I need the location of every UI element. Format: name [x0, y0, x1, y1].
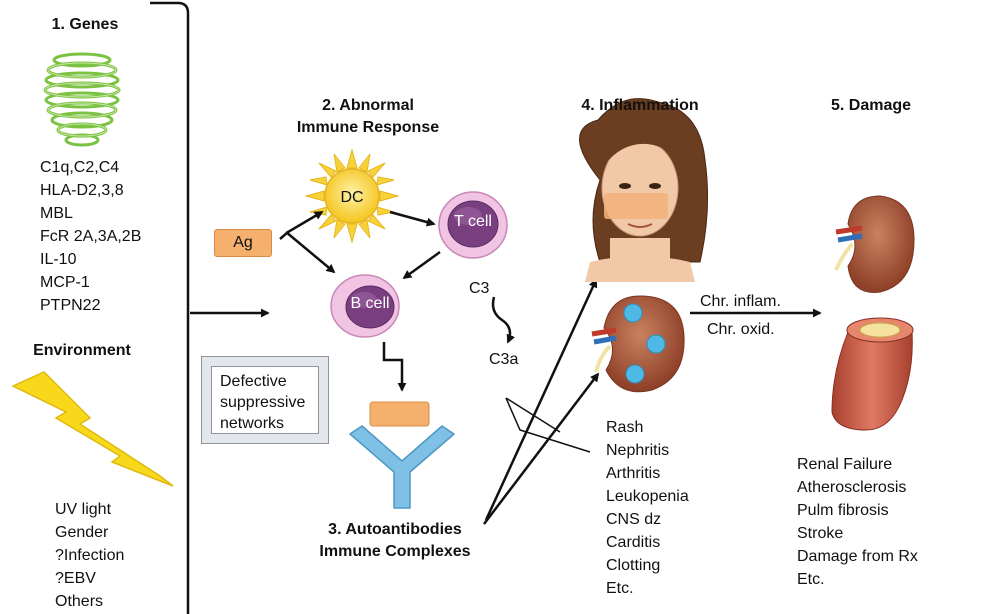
autoantibodies-header-line1: 3. Autoantibodies [328, 521, 462, 538]
genes-header: 1. Genes [51, 16, 119, 33]
dendritic-cell-icon [304, 148, 400, 244]
inflammation-item: Carditis [606, 534, 661, 551]
patient-face-illustration [579, 98, 709, 282]
dc-label: DC [340, 189, 364, 206]
immune-response-header: 2. Abnormal Immune Response [278, 95, 458, 139]
inflammation-list: Rash Nephritis Arthritis Leukopenia CNS … [606, 416, 689, 600]
b-cell-label: B cell [350, 295, 390, 312]
t-cell-label: T cell [454, 213, 492, 230]
damage-item: Stroke [797, 525, 844, 542]
b-cell-icon [330, 274, 400, 338]
environment-item: Others [55, 593, 104, 610]
environment-item: ?EBV [55, 570, 96, 587]
environment-item: Gender [55, 524, 109, 541]
autoantibodies-header: 3. Autoantibodies Immune Complexes [305, 519, 485, 563]
inflamed-kidney-icon [591, 295, 685, 393]
damage-item: Atherosclerosis [797, 479, 907, 496]
inflammation-header: 4. Inflammation [581, 97, 699, 114]
damaged-kidney-icon [834, 195, 915, 293]
c3a-label: C3a [489, 351, 519, 368]
gene-item: HLA-D2,3,8 [40, 182, 124, 199]
gene-item: MBL [40, 205, 73, 222]
defective-line: suppressive [220, 394, 306, 411]
gene-item: MCP-1 [40, 274, 90, 291]
genes-bracket [150, 1, 190, 614]
autoantibodies-header-line2: Immune Complexes [319, 543, 471, 560]
immune-response-header-line2: Immune Response [296, 119, 440, 136]
defective-networks-inner: Defective suppressive networks [211, 366, 319, 434]
defective-line: Defective [220, 373, 287, 390]
damage-list: Renal Failure Atherosclerosis Pulm fibro… [797, 453, 918, 591]
environment-item: ?Infection [55, 547, 125, 564]
damage-item: Pulm fibrosis [797, 502, 889, 519]
antibody-icon [349, 425, 455, 509]
lightning-icon [11, 371, 174, 487]
gene-item: C1q,C2,C4 [40, 159, 120, 176]
chronic-inflammation-label: Chr. inflam. [700, 293, 781, 310]
genes-list: C1q,C2,C4 HLA-D2,3,8 MBL FcR 2A,3A,2B IL… [40, 156, 141, 317]
inflammation-item: Clotting [606, 557, 661, 574]
gene-item: PTPN22 [40, 297, 101, 314]
inflammation-item: CNS dz [606, 511, 662, 528]
c3-label: C3 [469, 280, 490, 297]
immune-response-header-line1: 2. Abnormal [322, 97, 414, 114]
defective-networks-box: Defective suppressive networks [201, 356, 329, 444]
inflammation-item: Nephritis [606, 442, 670, 459]
environment-item: UV light [55, 501, 112, 518]
environment-header: Environment [33, 342, 131, 359]
inflammation-item: Arthritis [606, 465, 661, 482]
gene-item: IL-10 [40, 251, 77, 268]
damage-item: Damage from Rx [797, 548, 918, 565]
damage-header: 5. Damage [830, 97, 912, 114]
dna-coil-icon [43, 52, 121, 147]
environment-list: UV light Gender ?Infection ?EBV Others [55, 498, 124, 613]
antigen-on-antibody [369, 401, 430, 427]
damage-item: Renal Failure [797, 456, 893, 473]
defective-line: networks [220, 415, 285, 432]
t-cell-icon [438, 191, 508, 259]
gene-item: FcR 2A,3A,2B [40, 228, 142, 245]
inflammation-item: Etc. [606, 580, 634, 597]
inflammation-item: Rash [606, 419, 644, 436]
blood-vessel-icon [831, 317, 914, 431]
chronic-oxidation-label: Chr. oxid. [707, 321, 775, 338]
inflammation-item: Leukopenia [606, 488, 689, 505]
damage-item: Etc. [797, 571, 825, 588]
antigen-box: Ag [214, 229, 272, 257]
